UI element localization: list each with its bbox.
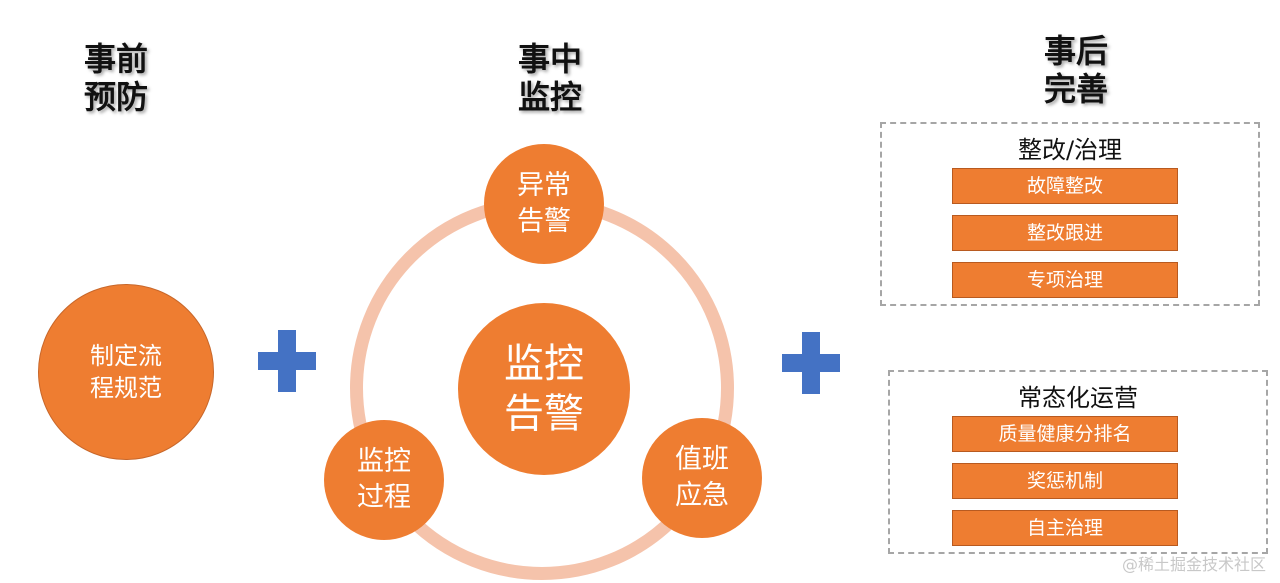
during-heading-line2: 监控 bbox=[518, 78, 583, 116]
before-heading-line1: 事前 bbox=[84, 40, 149, 78]
during-heading-line1: 事中 bbox=[518, 40, 583, 78]
on-duty-line2: 应急 bbox=[675, 480, 729, 511]
regular-operation-box: 常态化运营 质量健康分排名 奖惩机制 自主治理 bbox=[888, 370, 1268, 554]
on-duty-emergency-circle: 值班 应急 bbox=[642, 418, 762, 538]
anomaly-alert-circle: 异常 告警 bbox=[484, 144, 604, 264]
anomaly-line2: 告警 bbox=[517, 206, 571, 237]
group1-item: 故障整改 bbox=[952, 168, 1178, 204]
monitoring-process-circle: 监控 过程 bbox=[324, 420, 444, 540]
monitor-process-line1: 监控 bbox=[357, 446, 411, 477]
regular-operation-title: 常态化运营 bbox=[1018, 384, 1138, 412]
before-heading: 事前 预防 bbox=[84, 40, 148, 116]
plus-icon-left bbox=[258, 330, 316, 392]
group2-item: 质量健康分排名 bbox=[952, 416, 1178, 452]
group2-item: 自主治理 bbox=[952, 510, 1178, 546]
watermark: @稀土掘金技术社区 bbox=[1121, 555, 1266, 574]
process-standard-line1: 制定流 bbox=[90, 342, 162, 370]
monitor-process-line2: 过程 bbox=[357, 482, 411, 513]
process-standard-line2: 程规范 bbox=[90, 374, 162, 402]
after-heading: 事后 完善 bbox=[1044, 32, 1108, 108]
center-line1: 监控 bbox=[504, 341, 584, 387]
process-standard-circle: 制定流 程规范 bbox=[38, 284, 214, 460]
on-duty-line1: 值班 bbox=[675, 444, 729, 475]
group1-item: 专项治理 bbox=[952, 262, 1178, 298]
plus-icon-right bbox=[782, 332, 840, 394]
after-heading-line2: 完善 bbox=[1044, 70, 1109, 108]
group2-item: 奖惩机制 bbox=[952, 463, 1178, 499]
anomaly-line1: 异常 bbox=[517, 170, 571, 201]
before-heading-line2: 预防 bbox=[84, 78, 149, 116]
center-line2: 告警 bbox=[504, 391, 584, 437]
group1-item: 整改跟进 bbox=[952, 215, 1178, 251]
during-heading: 事中 监控 bbox=[518, 40, 582, 116]
rectification-governance-box: 整改/治理 故障整改 整改跟进 专项治理 bbox=[880, 122, 1260, 306]
rectification-governance-title: 整改/治理 bbox=[1017, 136, 1123, 164]
monitoring-alert-center-circle: 监控 告警 bbox=[458, 303, 630, 475]
after-heading-line1: 事后 bbox=[1044, 32, 1109, 70]
